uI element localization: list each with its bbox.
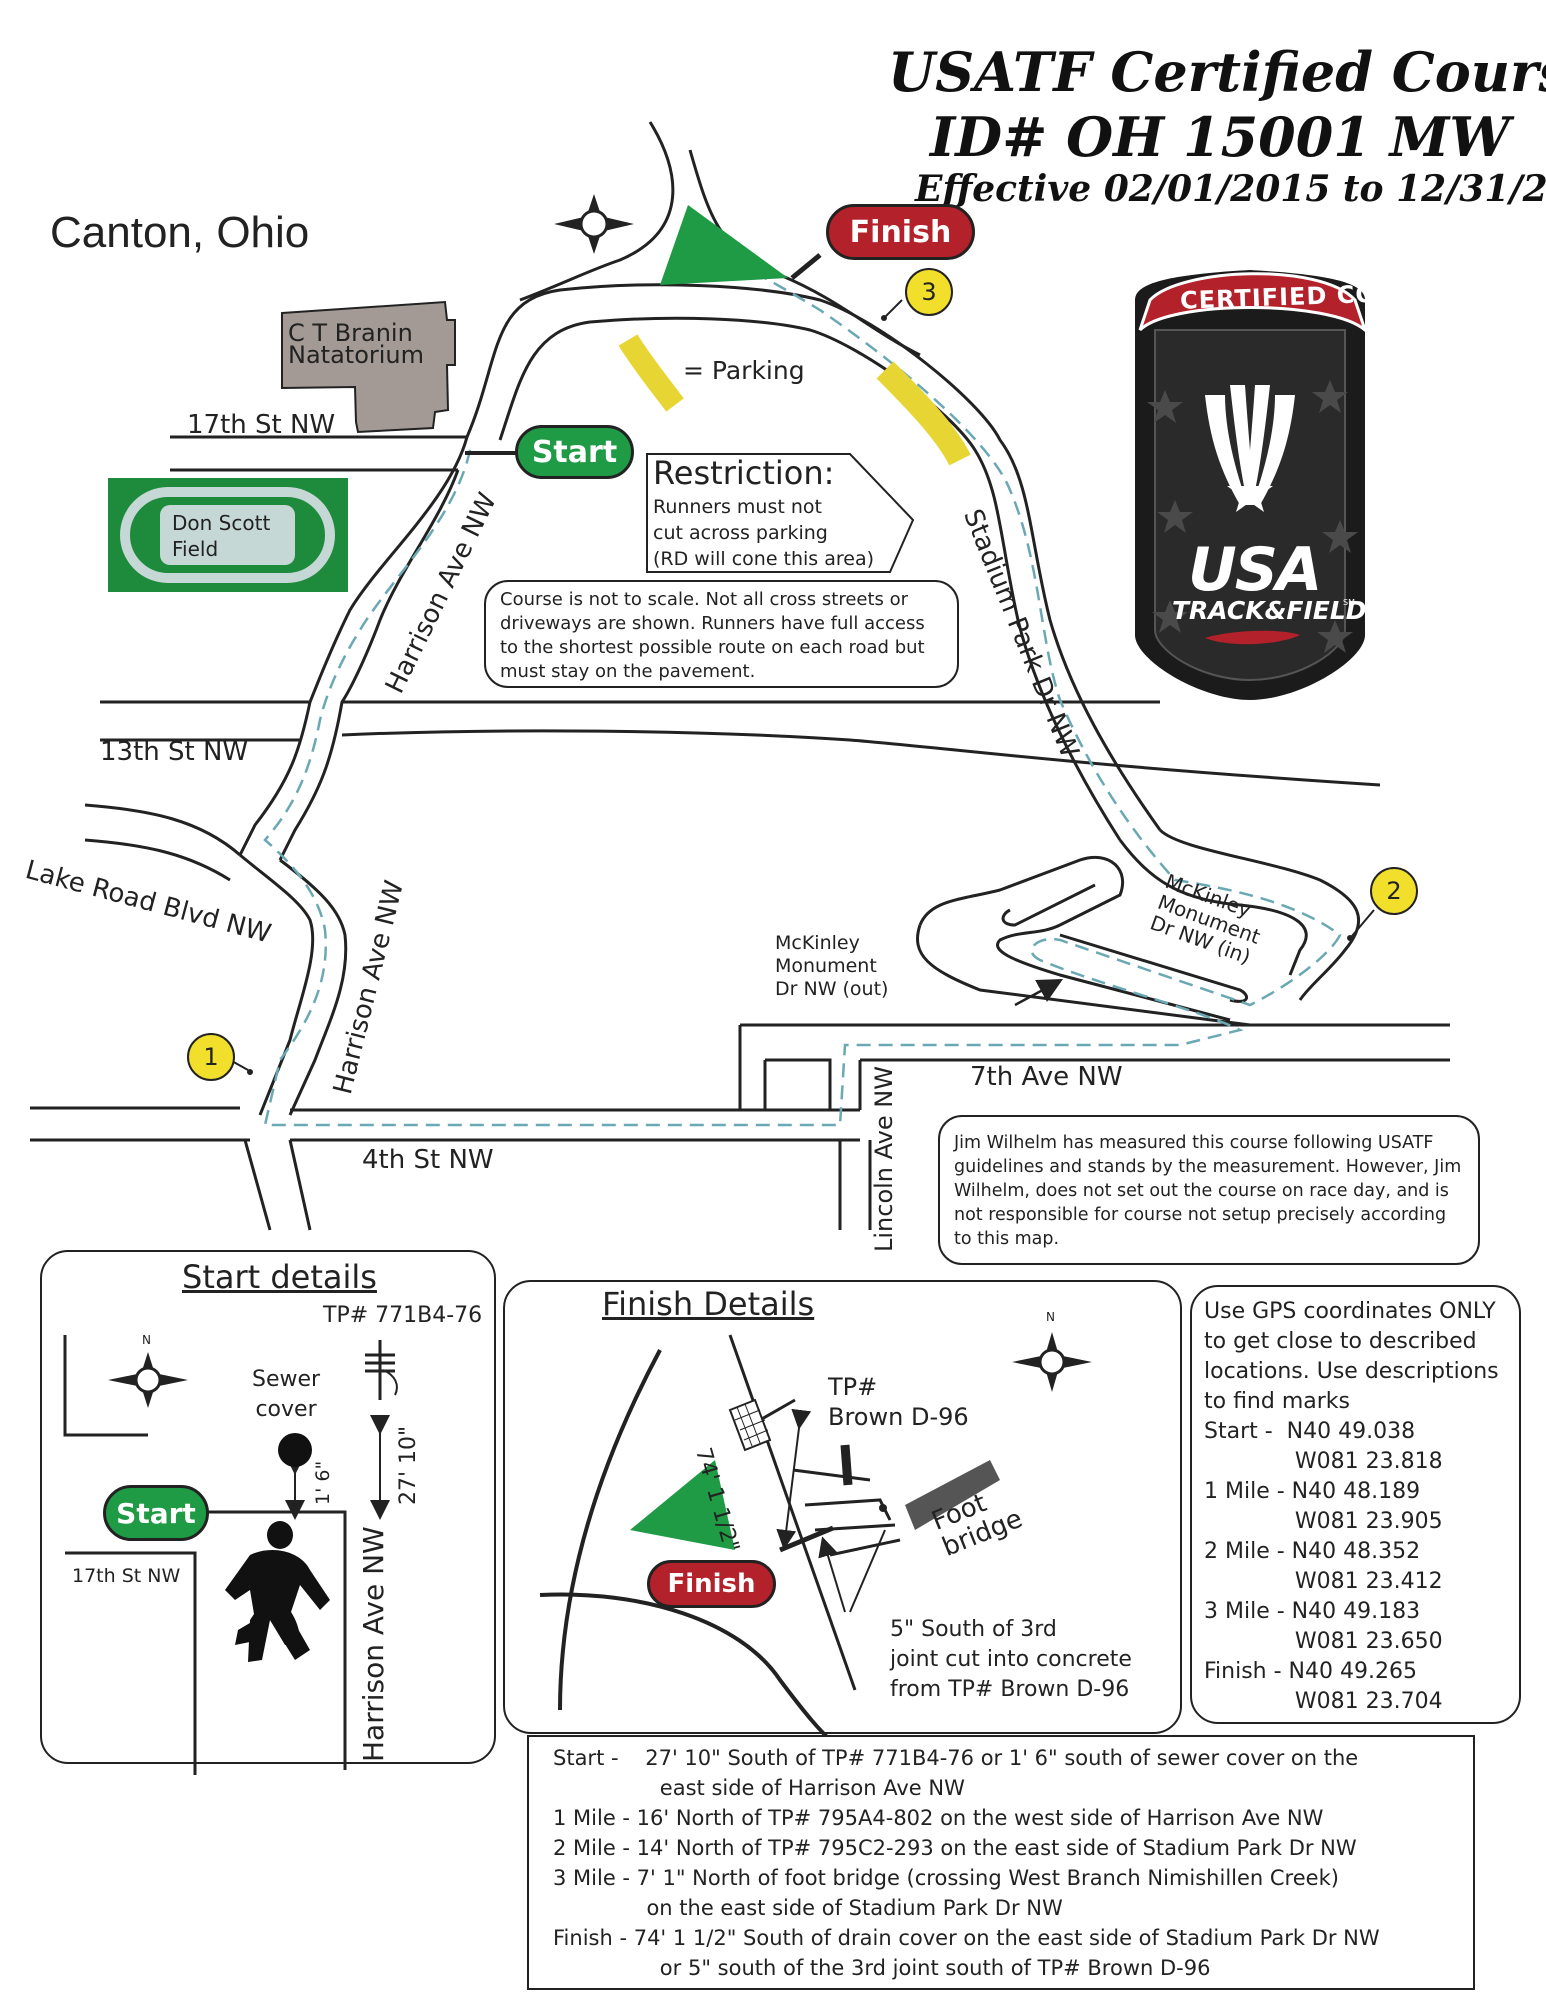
description-line: 1 Mile - 16' North of TP# 795A4-802 on t… [553,1806,1324,1830]
gps-lines: Use GPS coordinates ONLY to get close to… [1204,1297,1499,1717]
sewer-cover-label: Sewer cover [252,1367,321,1422]
gps-line: W081 23.818 [1204,1449,1443,1474]
gps-line: Start - N40 49.038 [1204,1419,1416,1444]
compass-rose-start [108,1352,188,1408]
start-detail-street: 17th St NW [72,1565,181,1587]
don-scott-field [108,478,348,592]
scale-note: Course is not to scale. Not all cross st… [484,580,959,688]
finish-compass-n: N [1046,1310,1055,1324]
gps-line: 2 Mile - N40 48.352 [1204,1539,1421,1564]
logo-sm-mark: SM [1343,598,1355,607]
start-details-box [40,1250,496,1764]
sewer-distance: 1' 6" [312,1460,334,1505]
gps-line: W081 23.650 [1204,1629,1443,1654]
finish-detail-note: 5" South of 3rd joint cut into concrete … [890,1617,1132,1702]
parking-legend-swatch [618,334,684,412]
gps-line: 3 Mile - N40 49.183 [1204,1599,1421,1624]
finish-detail-triangle [630,1460,735,1550]
description-line: or 5" south of the 3rd joint south of TP… [553,1956,1211,1980]
street-13th: 13th St NW [100,737,249,767]
gps-line: Use GPS coordinates ONLY [1204,1299,1496,1324]
finish-detail-label: Finish [667,1569,756,1599]
start-tp-label: TP# 771B4-76 [323,1303,483,1328]
street-17th: 17th St NW [187,410,336,440]
finish-marker: Finish [826,204,975,260]
description-line: Start - 27' 10" South of TP# 771B4-76 or… [553,1746,1359,1770]
description-line: Finish - 74' 1 1/2" South of drain cover… [553,1926,1380,1950]
restriction-title: Restriction: [653,454,835,492]
mile-marker-1: 1 [187,1033,235,1081]
street-mckinley-out: McKinley Monument Dr NW (out) [775,932,889,1000]
description-line: 2 Mile - 14' North of TP# 795C2-293 on t… [553,1836,1357,1860]
gps-line: locations. Use descriptions [1204,1359,1499,1384]
gps-line: to find marks [1204,1389,1350,1414]
restriction-box: Restriction: Runners must not cut across… [645,452,915,573]
runners-silhouette [225,1521,330,1662]
tp-distance: 27' 10" [396,1425,421,1505]
start-compass-n: N [142,1333,151,1347]
start-detail-label: Start [116,1496,196,1530]
logo-track-field-text: TRACK&FIELD [1172,596,1367,625]
start-details-graphics [63,1335,398,1775]
finish-detail-marker: Finish [647,1560,776,1608]
course-title: USATF Certified Course [888,40,1546,104]
measurer-note-text: Jim Wilhelm has measured this course fol… [954,1133,1462,1249]
gps-line: W081 23.704 [1204,1689,1443,1714]
course-id: ID# OH 15001 MW [930,105,1511,169]
start-marker-label: Start [531,434,618,470]
don-scott-field-label: Don Scott Field [172,511,271,561]
restriction-text: Runners must not cut across parking (RD … [653,496,875,570]
gps-line: Finish - N40 49.265 [1204,1659,1417,1684]
start-marker: Start [515,425,634,479]
gps-line: 1 Mile - N40 48.189 [1204,1479,1421,1504]
logo-usa-text: USA [1188,535,1322,605]
finish-drain-grate [728,1398,772,1452]
compass-rose-map [554,194,634,254]
gps-line: W081 23.412 [1204,1569,1443,1594]
natatorium-label: C T Branin Natatorium [288,319,424,369]
start-details-title: Start details [182,1258,377,1296]
description-lines: Start - 27' 10" South of TP# 771B4-76 or… [553,1743,1380,1983]
finish-tp-label: TP# Brown D-96 [828,1373,969,1431]
scale-note-text: Course is not to scale. Not all cross st… [500,589,925,682]
street-lincoln: Lincoln Ave NW [870,1066,898,1252]
course-route [263,248,1342,1127]
city-label: Canton, Ohio [50,208,310,257]
finish-details-title: Finish Details [602,1285,815,1323]
gps-line: to get close to described [1204,1329,1477,1354]
description-line: on the east side of Stadium Park Dr NW [553,1896,1063,1920]
mark-descriptions-box: Start - 27' 10" South of TP# 771B4-76 or… [527,1735,1475,1990]
compass-rose-finish [1012,1332,1092,1392]
street-7th-ave: 7th Ave NW [970,1062,1123,1092]
finish-details-box [503,1280,1182,1734]
natatorium-building [281,300,456,434]
gps-line: W081 23.905 [1204,1509,1443,1534]
effective-dates: Effective 02/01/2015 to 12/31/2025 [915,168,1546,210]
street-4th: 4th St NW [362,1145,494,1175]
measurer-note: Jim Wilhelm has measured this course fol… [938,1115,1480,1265]
usatf-logo [1135,270,1369,700]
parking-lot [876,361,971,466]
finish-marker-label: Finish [849,214,952,250]
start-detail-harrison: Harrison Ave NW [357,1526,390,1762]
finish-details-graphics [539,1334,901,1742]
finish-area-triangle [660,205,788,285]
mile-marker-2: 2 [1370,867,1418,915]
sewer-cover-symbol [278,1433,312,1467]
start-detail-marker: Start [103,1485,209,1541]
description-line: 3 Mile - 7' 1" North of foot bridge (cro… [553,1866,1339,1890]
parking-legend-label: = Parking [683,356,805,385]
foot-bridge-symbol [905,1460,1000,1530]
description-line: east side of Harrison Ave NW [553,1776,965,1800]
mile-marker-3: 3 [905,268,953,316]
gps-box: Use GPS coordinates ONLY to get close to… [1190,1285,1521,1724]
